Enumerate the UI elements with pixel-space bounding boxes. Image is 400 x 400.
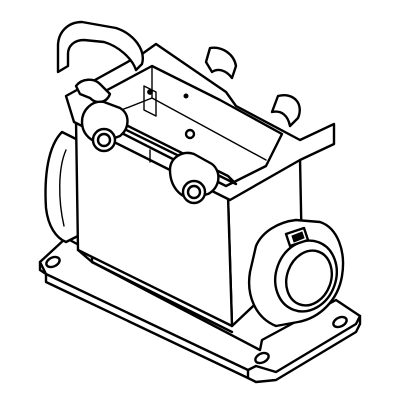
latch-pegs (80, 100, 220, 205)
top-frame-inner-wall-back (151, 97, 267, 161)
mounting-hole-right (332, 315, 348, 329)
lever-left-arm (56, 20, 144, 74)
base-flange-front-edge (38, 260, 48, 276)
left-lug-inner-curve (59, 149, 67, 227)
mounting-holes (45, 255, 348, 365)
top-frame-inner-hole (184, 128, 196, 140)
cable-entry-bore-inner (285, 249, 333, 307)
mounting-hole-left (45, 255, 61, 269)
latch-peg-left-housing (80, 100, 129, 144)
left-lug-shell (44, 130, 80, 244)
latch-peg-right-inner (186, 184, 202, 200)
mounting-hole-front (254, 351, 270, 365)
cable-entry-thread-mark (291, 231, 305, 243)
housing-bottom-edge (76, 248, 234, 334)
latch-peg-right-housing (168, 151, 220, 200)
latch-peg-left-inner (96, 132, 112, 148)
cable-entry (247, 218, 345, 328)
base-flange-bottom-edge (44, 272, 250, 380)
lever-left-hook (74, 78, 112, 104)
top-frame-inner-dot (183, 93, 189, 99)
left-side-lug (44, 130, 80, 244)
lever-right-arm (204, 46, 238, 80)
lever-right-hook (270, 94, 301, 128)
top-frame-inner-screw (147, 89, 153, 95)
